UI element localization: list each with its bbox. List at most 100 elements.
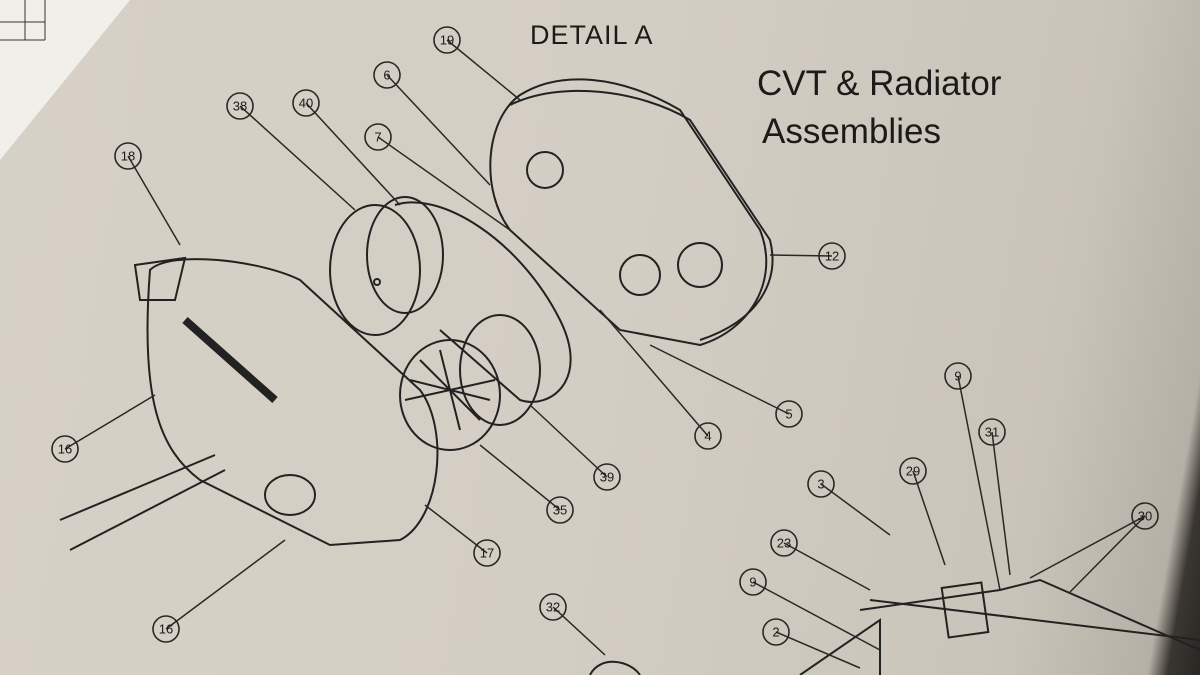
callout-number: 3 — [817, 477, 824, 492]
callout-32: 32 — [539, 593, 567, 621]
callout-circle — [546, 496, 574, 524]
callout-circle — [473, 539, 501, 567]
callout-circle — [373, 61, 401, 89]
page-title-line1: CVT & Radiator — [757, 64, 1002, 103]
leader-line — [424, 504, 488, 554]
callout-number: 32 — [546, 600, 560, 615]
callout-4: 4 — [694, 422, 722, 450]
callout-29: 29 — [899, 457, 927, 485]
leader-line — [649, 344, 790, 415]
callout-number: 38 — [233, 99, 247, 114]
callout-35: 35 — [546, 496, 574, 524]
callout-9: 9 — [739, 568, 767, 596]
leader-line — [386, 74, 491, 186]
callout-2: 2 — [762, 618, 790, 646]
callout-circle — [51, 435, 79, 463]
leader-line — [912, 470, 946, 566]
callout-number: 31 — [985, 425, 999, 440]
callout-number: 4 — [704, 429, 711, 444]
leader-line — [769, 254, 833, 257]
callout-number: 9 — [749, 575, 756, 590]
inner-cvt-cover — [489, 78, 774, 347]
callout-number: 19 — [440, 33, 454, 48]
callout-circle — [364, 123, 392, 151]
callout-16: 16 — [152, 615, 180, 643]
leader-line — [599, 309, 709, 437]
callout-9: 9 — [944, 362, 972, 390]
callout-circle — [152, 615, 180, 643]
callout-16: 16 — [51, 435, 79, 463]
leader-line — [552, 606, 606, 656]
callout-circle — [807, 470, 835, 498]
callout-number: 40 — [299, 96, 313, 111]
driven-pulley-with-fan — [399, 314, 541, 451]
leader-line — [957, 375, 1001, 591]
callout-number: 12 — [825, 249, 839, 264]
callout-number: 17 — [480, 546, 494, 561]
callout-number: 18 — [121, 149, 135, 164]
callout-number: 16 — [58, 442, 72, 457]
callout-number: 30 — [1138, 509, 1152, 524]
callout-circle — [226, 92, 254, 120]
radiator-frame — [589, 578, 1200, 675]
callout-6: 6 — [373, 61, 401, 89]
callout-circle — [739, 568, 767, 596]
callout-circle — [1131, 502, 1159, 530]
callout-number: 35 — [553, 503, 567, 518]
callout-23: 23 — [770, 529, 798, 557]
drive-belt — [394, 201, 572, 403]
callout-circle — [770, 529, 798, 557]
corner-paper-sheet — [0, 0, 130, 160]
leader-line — [752, 581, 881, 651]
leader-line — [529, 404, 608, 478]
callout-number: 5 — [785, 407, 792, 422]
callout-circle — [114, 142, 142, 170]
leader-line — [239, 105, 356, 211]
callout-30: 30 — [1131, 502, 1159, 530]
leader-line — [479, 444, 561, 511]
callout-40: 40 — [292, 89, 320, 117]
leader-lines — [64, 39, 1146, 669]
leader-line — [820, 483, 891, 536]
callout-38: 38 — [226, 92, 254, 120]
callout-17: 17 — [473, 539, 501, 567]
leader-line — [775, 631, 861, 669]
leader-line — [1029, 515, 1146, 579]
callout-circle — [775, 400, 803, 428]
callout-number: 39 — [600, 470, 614, 485]
callout-number: 7 — [374, 130, 381, 145]
callout-number: 23 — [777, 536, 791, 551]
leader-line — [305, 102, 401, 206]
callout-number: 2 — [772, 625, 779, 640]
callout-circle — [694, 422, 722, 450]
callout-5: 5 — [775, 400, 803, 428]
callout-circle — [818, 242, 846, 270]
leader-line — [1069, 515, 1146, 593]
callout-12: 12 — [818, 242, 846, 270]
callout-number: 6 — [383, 68, 390, 83]
callout-number: 16 — [159, 622, 173, 637]
leader-line — [783, 542, 871, 591]
callout-circle — [292, 89, 320, 117]
callout-19: 19 — [433, 26, 461, 54]
callout-number: 29 — [906, 464, 920, 479]
callout-circle — [978, 418, 1006, 446]
leader-line — [64, 394, 156, 450]
callout-number: 9 — [954, 369, 961, 384]
callout-circle — [433, 26, 461, 54]
outer-cvt-cover — [59, 256, 439, 551]
drive-pulley — [329, 196, 444, 336]
detail-label: DETAIL A — [530, 20, 654, 50]
callout-circle — [762, 618, 790, 646]
callout-7: 7 — [364, 123, 392, 151]
page-title-line2: Assemblies — [762, 112, 941, 151]
leader-line — [446, 39, 521, 101]
leader-line — [127, 155, 181, 246]
leader-line — [991, 431, 1011, 576]
callout-circle — [899, 457, 927, 485]
callout-circle — [539, 593, 567, 621]
callout-31: 31 — [978, 418, 1006, 446]
callout-3: 3 — [807, 470, 835, 498]
callout-circle — [593, 463, 621, 491]
